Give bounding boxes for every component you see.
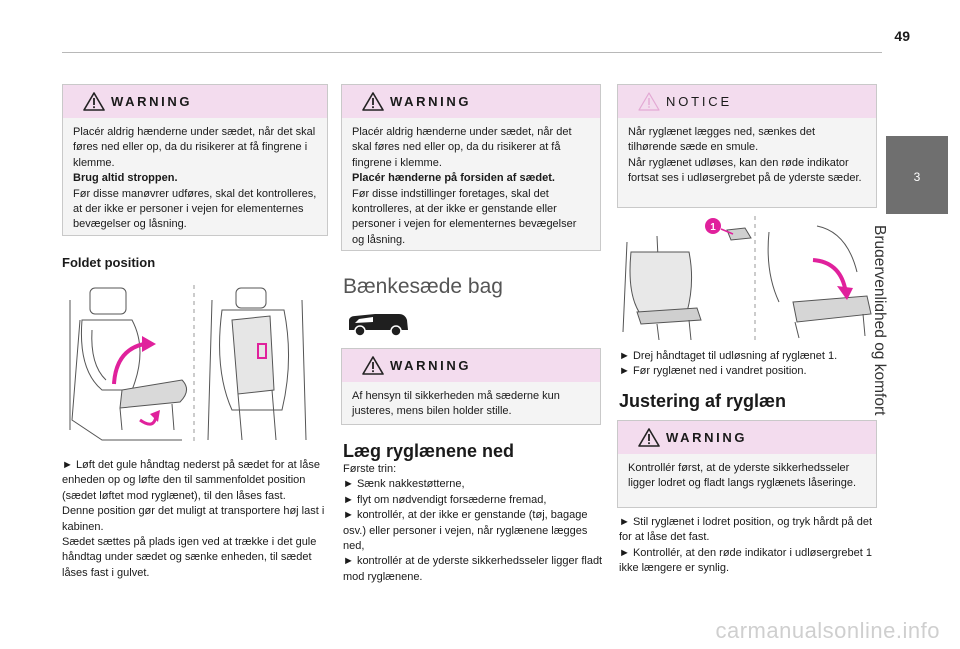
fold-backrests-text: Første trin: ► Sænk nakkestøtterne, ► fl… <box>343 462 605 585</box>
backrest-fold-steps: ► Drej håndtaget til udløsning af ryglæn… <box>619 349 877 380</box>
section-title-rear-bench: Bænkesæde bag <box>343 275 503 298</box>
adjust-backrest-text: ► Stil ryglænet i lodret position, og tr… <box>619 515 881 577</box>
warning-header: WARNING <box>342 85 600 118</box>
heading-adjust-backrest: Justering af ryglæn <box>619 391 787 411</box>
notice-text: Når ryglænet udløses, kan den røde indik… <box>628 156 862 185</box>
warning-title: WARNING <box>390 358 472 373</box>
warning-text: Før disse manøvrer udføres, skal det kon… <box>73 187 317 231</box>
warning-box-3: WARNING Af hensyn til sikkerheden må sæd… <box>341 348 601 425</box>
notice-header: NOTICE <box>618 85 876 118</box>
warning-icon <box>362 92 384 111</box>
warning-bold-text: Brug altid stroppen. <box>73 172 178 185</box>
warning-icon <box>83 92 105 111</box>
instruction-step: ► flyt om nødvendigt forsæderne fremad, <box>343 493 547 506</box>
warning-title: WARNING <box>111 94 193 109</box>
paragraph: Sædet sættes på plads igen ved at trække… <box>62 536 317 579</box>
warning-icon <box>638 428 660 447</box>
instruction-step: ► kontrollér at de yderste sikkerhedssel… <box>343 555 603 583</box>
warning-header: WARNING <box>618 421 876 454</box>
backrest-fold-illustration: 1 <box>617 212 875 344</box>
chapter-tab[interactable] <box>886 136 948 214</box>
warning-text: Af hensyn til sikkerheden må sæderne kun… <box>352 390 560 418</box>
warning-text: Placér aldrig hænderne under sædet, når … <box>73 126 316 169</box>
notice-box: NOTICE Når ryglænet lægges ned, sænkes d… <box>617 84 877 208</box>
folded-position-text: ► Løft det gule håndtag nederst på sædet… <box>62 458 328 581</box>
instruction-step: ► Løft det gule håndtag nederst på sædet… <box>62 459 320 502</box>
warning-text: Placér aldrig hænderne under sædet, når … <box>352 126 572 169</box>
chapter-tab-number: 3 <box>913 170 921 184</box>
watermark: carmanualsonline.info <box>715 618 940 643</box>
chapter-title: Brugervenlighed og komfort <box>871 225 888 416</box>
van-icon <box>349 314 408 337</box>
top-divider <box>62 52 882 53</box>
paragraph: Denne position gør det muligt at transpo… <box>62 505 325 533</box>
warning-text: Før disse indstillinger foretages, skal … <box>352 187 577 246</box>
warning-box-2: WARNING Placér aldrig hænderne under sæd… <box>341 84 601 251</box>
heading-folded-position: Foldet position <box>62 255 156 270</box>
seat-fold-illustration <box>62 280 326 450</box>
notice-title: NOTICE <box>666 94 732 109</box>
notice-icon <box>638 92 660 111</box>
instruction-step: ► Sænk nakkestøtterne, <box>343 478 465 491</box>
instruction-step: ► Drej håndtaget til udløsning af ryglæn… <box>619 350 838 362</box>
warning-title: WARNING <box>666 430 748 445</box>
instruction-step: ► Stil ryglænet i lodret position, og tr… <box>619 516 873 544</box>
warning-box-4: WARNING Kontrollér først, at de yderste … <box>617 420 877 508</box>
warning-icon <box>362 356 384 375</box>
instruction-step: ► kontrollér, at der ikke er genstande (… <box>343 509 588 553</box>
paragraph: Første trin: <box>343 463 397 475</box>
warning-title: WARNING <box>390 94 472 109</box>
warning-header: WARNING <box>63 85 327 118</box>
warning-header: WARNING <box>342 349 600 382</box>
warning-bold-text: Placér hænderne på forsiden af sædet. <box>352 172 555 185</box>
callout-1: 1 <box>710 222 716 233</box>
instruction-step: ► Kontrollér, at den røde indikator i ud… <box>619 546 873 575</box>
notice-text: Når ryglænet lægges ned, sænkes det tilh… <box>628 126 816 154</box>
warning-box-1: WARNING Placér aldrig hænderne under sæd… <box>62 84 328 236</box>
heading-fold-backrests: Læg ryglænene ned <box>343 441 515 461</box>
page-number: 49 <box>894 28 910 44</box>
instruction-step: ► Før ryglænet ned i vandret position. <box>619 365 807 378</box>
warning-text: Kontrollér først, at de yderste sikkerhe… <box>628 462 857 490</box>
